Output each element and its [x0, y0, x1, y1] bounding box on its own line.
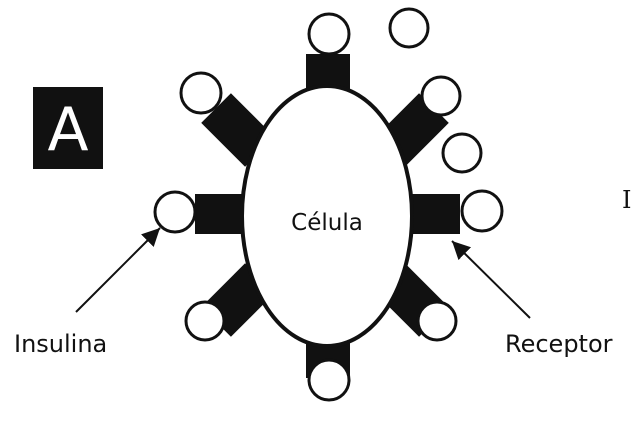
receptor-pointer-arrow [451, 240, 531, 319]
insulin-molecule-free [388, 7, 430, 49]
edge-text-fragment: I [622, 186, 631, 214]
insulin-molecule-upper-left [179, 71, 223, 115]
cell-membrane [240, 84, 414, 348]
insulin-molecule-right-free [441, 132, 483, 174]
insulin-molecule-right [460, 189, 504, 233]
receptor-label: Receptor [505, 330, 613, 358]
panel-letter: A [47, 95, 88, 165]
insulin-pointer-arrow [75, 227, 161, 313]
insulin-molecule-bottom [307, 358, 351, 402]
cell-label: Célula [291, 210, 363, 236]
insulin-molecule-upper-right [420, 75, 462, 117]
insulin-molecules [153, 7, 504, 402]
insulin-molecule-top [307, 12, 351, 56]
insulin-label: Insulina [14, 330, 107, 358]
insulin-molecule-lower-left [184, 300, 226, 342]
panel-label-box [33, 87, 103, 169]
insulin-molecule-lower-right [416, 300, 458, 342]
insulin-molecule-left [153, 190, 197, 234]
panel-label: A [33, 87, 103, 169]
